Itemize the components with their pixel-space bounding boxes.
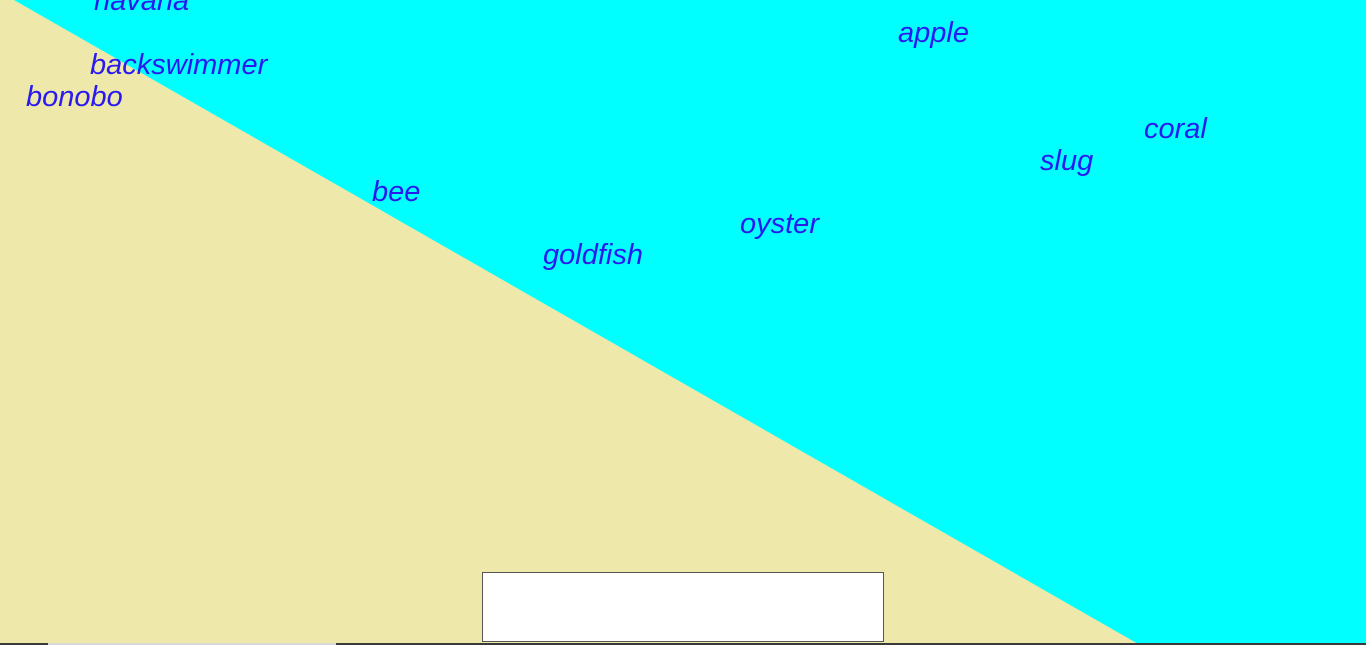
answer-box[interactable] xyxy=(482,572,884,642)
word-bee[interactable]: bee xyxy=(372,176,421,208)
ground-region xyxy=(0,0,1140,645)
word-goldfish[interactable]: goldfish xyxy=(543,239,643,271)
word-oyster[interactable]: oyster xyxy=(740,208,819,240)
bottom-border xyxy=(0,643,1366,645)
bottom-tab xyxy=(48,643,336,645)
word-coral[interactable]: coral xyxy=(1144,113,1207,145)
word-havana[interactable]: havana xyxy=(94,0,190,17)
word-apple[interactable]: apple xyxy=(898,17,969,49)
word-bonobo[interactable]: bonobo xyxy=(26,81,123,113)
word-backswimmer[interactable]: backswimmer xyxy=(90,49,268,81)
word-slug[interactable]: slug xyxy=(1040,145,1094,177)
